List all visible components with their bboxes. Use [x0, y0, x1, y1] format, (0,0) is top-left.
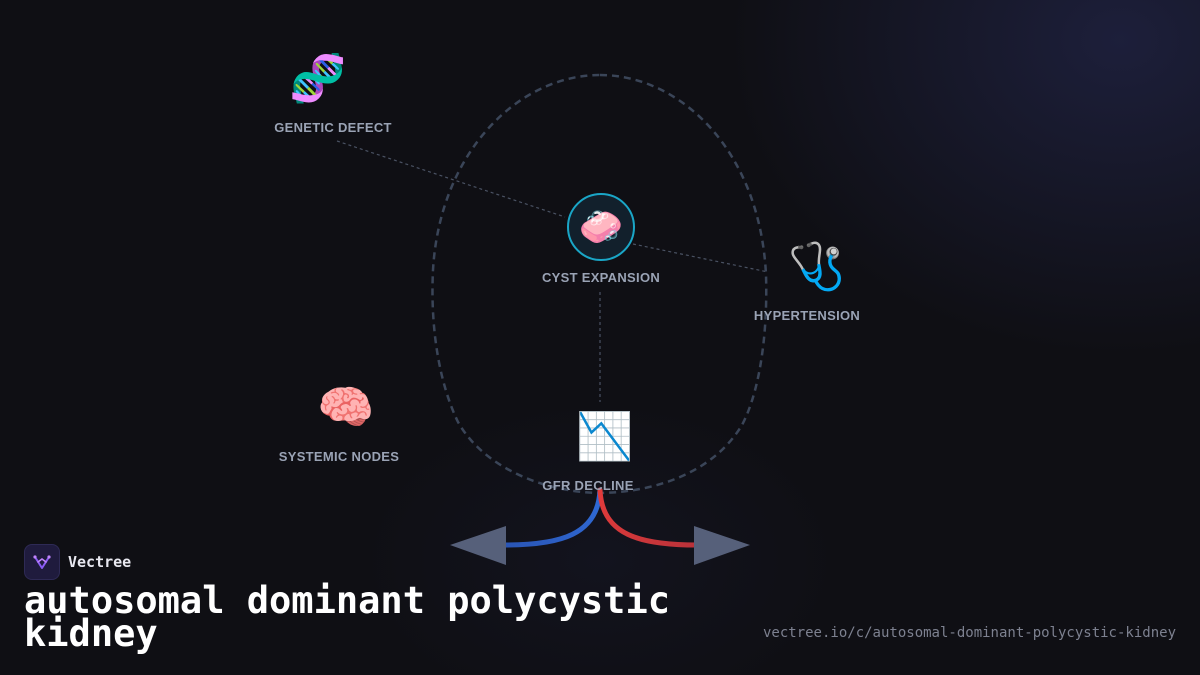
brand-name: Vectree — [68, 553, 132, 571]
blue-curve — [502, 487, 603, 548]
node-label-genetic-defect: GENETIC DEFECT — [274, 120, 392, 135]
left-arrowhead — [450, 526, 506, 565]
node-label-gfr-decline: GFR DECLINE — [542, 478, 634, 493]
chart-decreasing-icon: 📉 — [576, 409, 634, 463]
page-url[interactable]: vectree.io/c/autosomal-dominant-polycyst… — [762, 625, 1176, 641]
node-label-cyst-expansion: CYST EXPANSION — [541, 270, 661, 285]
brain-icon: 🧠 — [317, 380, 375, 434]
connector-genetic-to-cyst — [336, 140, 566, 218]
brand[interactable]: Vectree — [24, 544, 131, 580]
page-title: autosomal dominant polycystic kidney — [24, 579, 671, 655]
right-arrowhead — [694, 526, 750, 565]
red-curve — [597, 487, 700, 548]
cyst-expansion-node[interactable]: 🧼 — [567, 193, 635, 261]
node-label-hypertension: HYPERTENSION — [753, 308, 861, 323]
stethoscope-icon: 🩺 — [788, 239, 846, 293]
dna-icon: 🧬 — [289, 51, 347, 105]
connector-cyst-to-hypertension — [632, 243, 769, 273]
node-label-systemic-nodes: SYSTEMIC NODES — [278, 449, 400, 464]
vectree-logo-icon — [24, 544, 60, 580]
soap-bubbles-icon: 🧼 — [578, 207, 624, 248]
